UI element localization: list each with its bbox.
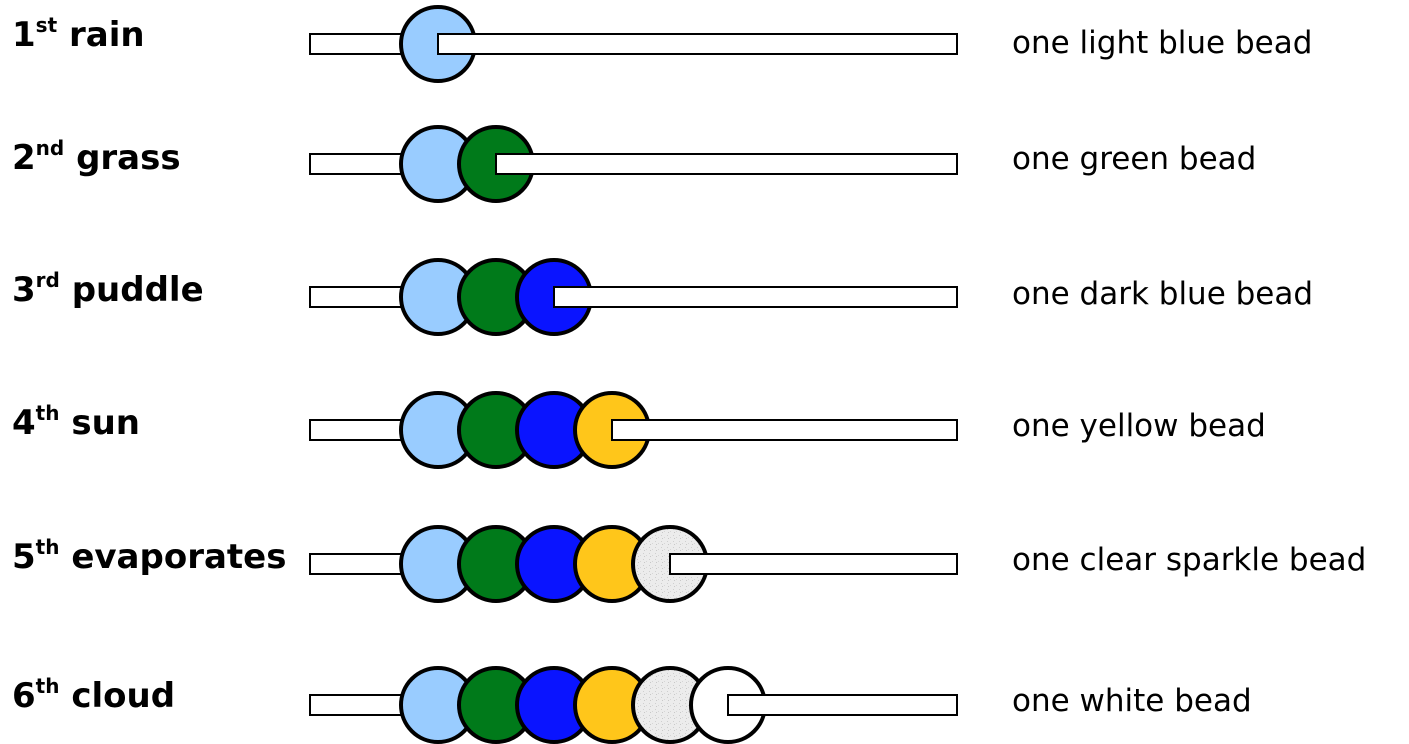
bead-description: one light blue bead: [1012, 25, 1313, 61]
row-label-puddle: 3rd puddle: [12, 268, 204, 310]
bead-row: [309, 391, 958, 469]
row-label-evaporates: 5th evaporates: [12, 535, 287, 577]
bead-description: one clear sparkle bead: [1012, 542, 1367, 578]
bead-row: [309, 258, 958, 336]
bead-row: [309, 125, 958, 203]
string-bar-right: [495, 153, 958, 175]
bead-row: [309, 666, 958, 744]
string-bar-right: [727, 694, 958, 716]
row-label-rain: 1st rain: [12, 13, 145, 55]
bead-description: one dark blue bead: [1012, 276, 1314, 312]
bead-description: one white bead: [1012, 683, 1252, 719]
string-bar-right: [553, 286, 958, 308]
bead-description: one green bead: [1012, 141, 1257, 177]
row-label-grass: 2nd grass: [12, 136, 181, 178]
row-label-sun: 4th sun: [12, 401, 140, 443]
string-bar-right: [611, 419, 958, 441]
string-bar-right: [437, 33, 958, 55]
bead-row: [309, 525, 958, 603]
string-bar-right: [669, 553, 958, 575]
row-label-cloud: 6th cloud: [12, 674, 176, 716]
bead-description: one yellow bead: [1012, 408, 1266, 444]
bead-row: [309, 5, 958, 83]
